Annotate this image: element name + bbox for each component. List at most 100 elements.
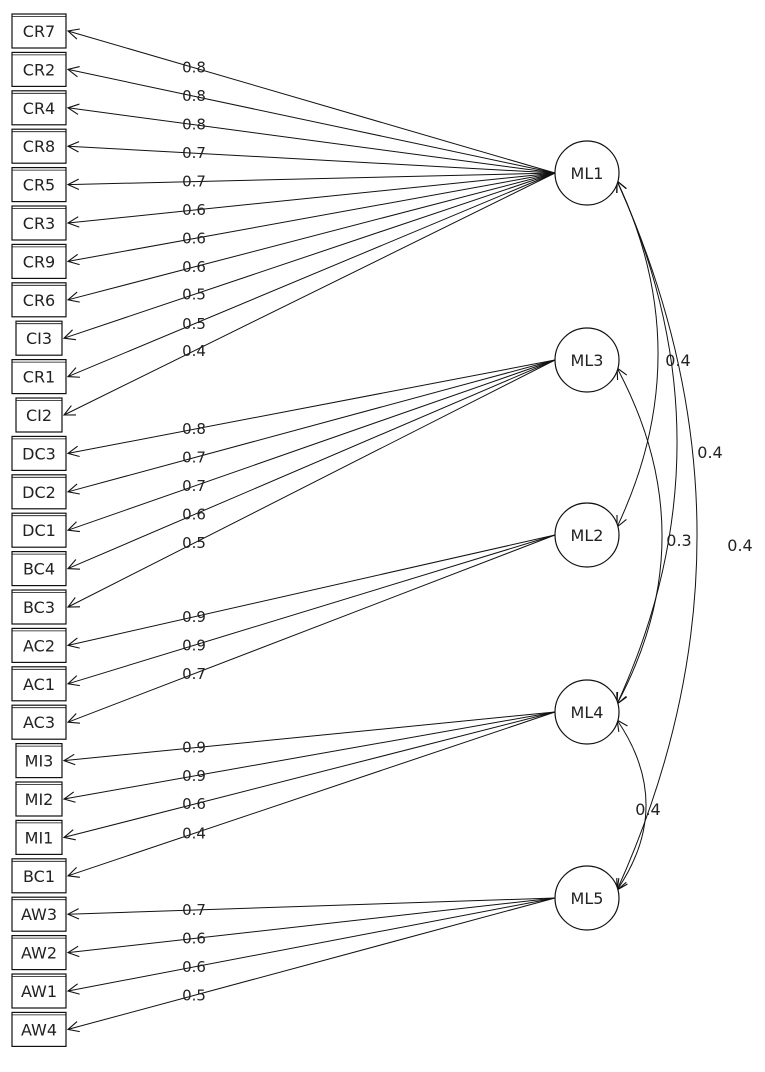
item-box-frame — [11, 550, 67, 587]
correlation-ml1-ml2 — [616, 179, 659, 529]
item-label: CR5 — [23, 176, 55, 195]
loading-line — [67, 30, 556, 174]
loading-arrowhead — [66, 675, 80, 687]
loading-ml1-cr2 — [66, 66, 556, 174]
item-label: BC4 — [23, 560, 55, 579]
factor-label: ML4 — [571, 703, 604, 722]
loading-label: 0.4 — [182, 342, 206, 360]
loading-lines-layer — [62, 28, 556, 1033]
item-box-frame — [11, 13, 67, 49]
correlation-arc — [616, 367, 663, 705]
item-box-frame — [11, 666, 67, 702]
correlation-arc — [616, 180, 698, 891]
loading-arrowhead — [66, 559, 81, 570]
item-box-frame — [11, 167, 67, 203]
loading-arrowhead — [66, 253, 80, 266]
loading-ml2-ac3 — [66, 534, 556, 724]
item-label: BC1 — [23, 867, 55, 886]
loading-arrowhead — [66, 597, 81, 608]
loading-ml1-cr5 — [66, 172, 556, 191]
loading-line — [67, 897, 556, 954]
correlation-label: 0.4 — [697, 443, 722, 462]
item-label: AW3 — [21, 905, 57, 924]
loading-ml1-ci3 — [62, 172, 556, 341]
loading-label: 0.7 — [182, 449, 206, 467]
loading-arrowhead — [66, 28, 80, 40]
loading-ml3-dc2 — [66, 359, 556, 495]
loading-ml1-cr9 — [66, 172, 556, 266]
correlation-label: 0.4 — [727, 536, 752, 555]
factor-label: ML5 — [571, 889, 604, 908]
loading-arrowhead — [62, 829, 76, 841]
correlation-arc — [616, 180, 659, 528]
item-box-aw4: AW4 — [11, 1011, 67, 1048]
factor-node-ml5: ML5 — [554, 865, 620, 931]
loading-ml4-mi1 — [62, 711, 556, 841]
item-box-cr2: CR2 — [11, 51, 67, 88]
correlation-label: 0.3 — [666, 531, 691, 550]
item-label: DC2 — [22, 483, 56, 502]
item-box-mi1: MI1 — [15, 819, 63, 856]
item-box-frame — [11, 474, 67, 510]
loading-line — [67, 897, 556, 915]
correlation-label: 0.4 — [665, 351, 690, 370]
loading-label: 0.9 — [182, 739, 206, 757]
loading-ml1-cr1 — [66, 172, 556, 378]
item-box-cr8: CR8 — [11, 128, 67, 164]
factor-node-ml2: ML2 — [554, 502, 620, 568]
item-box-frame — [11, 359, 67, 395]
loading-line — [67, 359, 556, 570]
item-box-bc3: BC3 — [11, 589, 67, 625]
loading-label: 0.7 — [182, 477, 206, 495]
loading-line — [67, 359, 556, 493]
item-box-frame — [11, 243, 67, 279]
loading-line — [67, 145, 556, 174]
item-box-frame — [11, 973, 67, 1009]
item-box-frame — [15, 320, 63, 356]
item-label: MI1 — [25, 828, 54, 847]
item-box-cr7: CR7 — [11, 13, 67, 49]
factor-node-ml4: ML4 — [554, 679, 620, 745]
loading-line — [67, 68, 556, 174]
loading-ml5-aw4 — [66, 897, 556, 1033]
loading-ml1-cr6 — [66, 172, 556, 303]
loading-ml5-aw2 — [66, 897, 556, 958]
item-box-frame — [11, 282, 67, 318]
loading-label: 0.5 — [182, 285, 206, 303]
loading-line — [63, 711, 556, 838]
loading-label: 0.6 — [182, 230, 206, 248]
loading-label: 0.6 — [182, 795, 206, 813]
loading-ml1-ci2 — [62, 172, 556, 416]
loading-label: 0.6 — [182, 258, 206, 276]
item-label: BC3 — [23, 598, 55, 617]
item-label: AW2 — [21, 944, 57, 963]
item-box-frame — [11, 704, 67, 740]
loading-ml1-cr7 — [66, 28, 556, 174]
item-box-ci2: CI2 — [15, 397, 63, 433]
item-label: CR4 — [23, 99, 55, 118]
item-label: AW1 — [21, 982, 57, 1001]
item-box-frame — [11, 435, 67, 471]
factor-circle — [554, 679, 620, 745]
loading-ml5-aw3 — [66, 897, 556, 920]
item-box-frame — [11, 205, 67, 241]
loading-ml1-cr3 — [66, 172, 556, 228]
item-box-cr6: CR6 — [11, 282, 67, 318]
loading-label: 0.8 — [182, 420, 206, 438]
item-box-aw3: AW3 — [11, 896, 67, 932]
item-box-frame — [11, 128, 67, 164]
correlation-arc — [616, 180, 678, 705]
loading-label: 0.7 — [182, 665, 206, 683]
loading-label: 0.8 — [182, 87, 206, 105]
item-box-ac1: AC1 — [11, 666, 67, 702]
item-label: DC1 — [22, 521, 56, 540]
loading-ml4-mi3 — [62, 711, 556, 766]
loading-arrowhead — [62, 405, 77, 416]
factor-label: ML3 — [571, 351, 604, 370]
loading-line — [63, 172, 556, 339]
item-box-frame — [15, 819, 63, 856]
loading-line — [67, 897, 556, 992]
loading-line — [67, 359, 556, 454]
item-box-frame — [11, 51, 67, 88]
loading-ml4-mi2 — [62, 711, 556, 803]
